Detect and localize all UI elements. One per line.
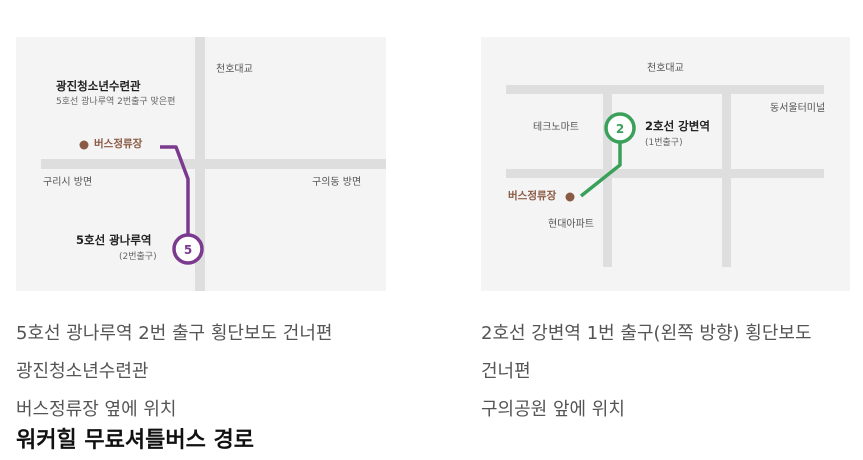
road-horizontal — [41, 159, 386, 169]
map-gwangnaru: 5 천호대교 광진청소년수련관 5호선 광나루역 2번출구 맞은편 버스정류장 … — [16, 37, 386, 291]
caption1-line2: 광진청소년수련관 — [16, 361, 149, 382]
station-name: 5호선 광나루역 — [76, 233, 152, 247]
station-exit: (1번출구) — [645, 138, 683, 148]
bus-stop-label: 버스정류장 — [508, 190, 557, 202]
caption2-line2: 건너편 — [481, 361, 531, 382]
section-heading: 워커힐 무료셔틀버스 경로 — [16, 428, 254, 453]
bus-stop-label: 버스정류장 — [94, 138, 143, 150]
apt-label: 현대아파트 — [548, 219, 594, 230]
station-name: 2호선 강변역 — [645, 119, 710, 133]
building-right-label: 동서울터미널 — [770, 103, 826, 114]
building-sub: 5호선 광나루역 2번출구 맞은편 — [56, 97, 176, 107]
caption2-line1: 2호선 강변역 1번 출구(왼쪽 방향) 횡단보도 — [481, 323, 812, 344]
bus-stop-dot — [79, 140, 89, 150]
station-badge-number: 5 — [184, 243, 192, 257]
caption1-line3: 버스정류장 옆에 위치 — [16, 399, 177, 420]
caption1-line1: 5호선 광나루역 2번 출구 횡단보도 건너편 — [16, 323, 333, 344]
map-gangbyeon-drawing: 2 — [506, 85, 824, 267]
road-right-label: 구의동 방면 — [312, 177, 362, 188]
map-gangbyeon: 2 천호대교 테크노마트 동서울터미널 2호선 강변역 (1번출구) 버스정류장… — [481, 37, 850, 291]
walking-route — [579, 142, 622, 198]
station-badge-circle — [172, 233, 204, 265]
road-left-label: 구리시 방면 — [43, 177, 93, 188]
station-badge-circle — [604, 112, 636, 144]
road-top-label: 천호대교 — [647, 63, 684, 74]
building-left-label: 테크노마트 — [533, 122, 579, 133]
map-gwangnaru-drawing: 5 — [41, 37, 386, 291]
station-badge-number: 2 — [616, 122, 624, 136]
road-horizontal-bottom — [506, 169, 824, 178]
bus-stop-dot — [565, 192, 575, 202]
road-vertical-left — [603, 94, 612, 267]
walking-route — [160, 145, 190, 249]
building-name: 광진청소년수련관 — [56, 79, 141, 93]
station-exit: (2번출구) — [119, 252, 157, 262]
road-vertical — [195, 37, 205, 291]
road-vertical-right — [722, 94, 731, 267]
road-top-label: 천호대교 — [216, 64, 253, 75]
caption2-line3: 구의공원 앞에 위치 — [481, 399, 625, 420]
road-horizontal-top — [506, 85, 824, 94]
